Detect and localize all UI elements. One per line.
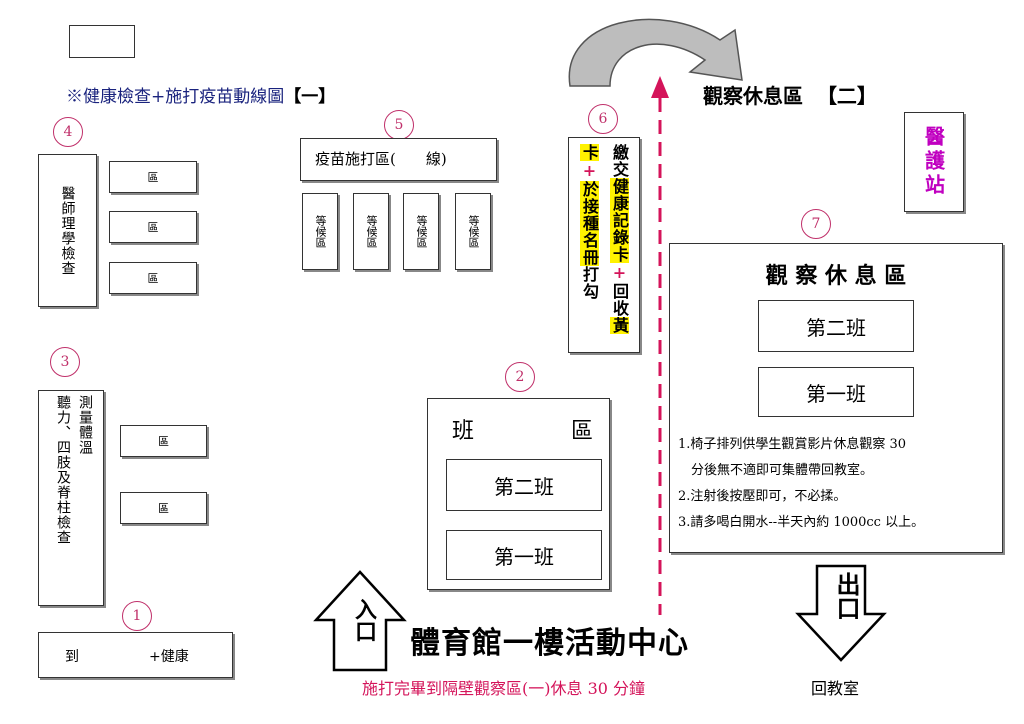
station-1: 到 +健康 bbox=[38, 632, 233, 678]
station-4-area-3: 區 bbox=[109, 262, 197, 294]
entrance-arrow-icon bbox=[313, 570, 407, 672]
footer-note: 施打完畢到隔壁觀察區(一)休息 30 分鐘 bbox=[362, 679, 646, 698]
exit-arrow-icon bbox=[795, 564, 887, 662]
station-6-col-1: 繳交健康記錄卡+回收黃 bbox=[610, 144, 629, 334]
station-6-col-2: 卡+於接種名冊打勾 bbox=[580, 144, 599, 300]
station-5-wait-4: 等候區 bbox=[455, 193, 491, 270]
observation-title: 觀察休息區 【二】 bbox=[703, 84, 877, 108]
station-7-title: 觀 察 休 息 區 bbox=[765, 263, 907, 289]
station-7-class-2: 第二班 bbox=[758, 300, 914, 352]
station-4-physician: 醫師理學檢查 bbox=[38, 154, 97, 307]
diagram-title: ※健康檢查+施打疫苗動線圖【一】 bbox=[66, 87, 336, 107]
station-5-wait-2: 等候區 bbox=[353, 193, 389, 270]
entrance-label: 入口 bbox=[351, 598, 377, 642]
note-1-cont: 分後無不適即可集體帶回教室。 bbox=[678, 463, 874, 478]
station-3-exam: 聽力、四肢及脊柱檢查 bbox=[55, 395, 71, 545]
badge-5: 5 bbox=[384, 110, 414, 140]
return-classroom: 回教室 bbox=[811, 679, 860, 698]
badge-6: 6 bbox=[588, 104, 618, 134]
curved-arrow-icon bbox=[568, 18, 743, 87]
venue-name: 體育館一樓活動中心 bbox=[410, 626, 689, 661]
station-1-right: +健康 bbox=[149, 649, 189, 665]
station-3-area-1: 區 bbox=[120, 425, 207, 457]
station-4-area-1: 區 bbox=[109, 161, 197, 193]
blank-box bbox=[69, 25, 135, 58]
station-5-wait-3: 等候區 bbox=[403, 193, 439, 270]
station-7-notes: 1.椅子排列供學生觀賞影片休息觀察 30 分後無不適即可集體帶回教室。 2.注射… bbox=[678, 432, 924, 536]
note-3: 3.請多喝白開水--半天內約 1000cc 以上。 bbox=[678, 515, 925, 530]
badge-2: 2 bbox=[505, 362, 535, 392]
station-5-vaccine: 疫苗施打區( 線) bbox=[300, 138, 497, 181]
station-6-record-card: 繳交健康記錄卡+回收黃 卡+於接種名冊打勾 bbox=[568, 137, 640, 353]
note-2: 2.注射後按壓即可，不必揉。 bbox=[678, 489, 847, 504]
badge-1: 1 bbox=[122, 601, 152, 631]
station-5-wait-1: 等候區 bbox=[302, 193, 338, 270]
badge-7: 7 bbox=[801, 209, 831, 239]
station-2-class-1: 第一班 bbox=[446, 530, 602, 580]
station-4-area-2: 區 bbox=[109, 211, 197, 243]
station-1-left: 到 bbox=[65, 649, 79, 665]
station-2-class-2: 第二班 bbox=[446, 459, 602, 511]
station-7-observation: 觀 察 休 息 區 第二班 第一班 1.椅子排列供學生觀賞影片休息觀察 30 分… bbox=[669, 243, 1003, 553]
medical-station: 醫護站 bbox=[904, 112, 964, 212]
station-2-title-right: 區 bbox=[570, 419, 593, 444]
badge-4: 4 bbox=[53, 117, 83, 147]
station-3-temperature: 測量體溫 bbox=[77, 395, 93, 455]
station-2-title-left: 班 bbox=[452, 419, 475, 444]
badge-3: 3 bbox=[50, 347, 80, 377]
station-2-class-area: 班 區 第二班 第一班 bbox=[427, 398, 610, 590]
route-arrowhead-icon bbox=[651, 76, 669, 98]
note-1: 1.椅子排列供學生觀賞影片休息觀察 30 bbox=[678, 437, 907, 452]
station-3-checks: 測量體溫 聽力、四肢及脊柱檢查 bbox=[38, 390, 104, 606]
station-3-area-2: 區 bbox=[120, 492, 207, 524]
station-7-class-1: 第一班 bbox=[758, 367, 914, 417]
exit-label: 出口 bbox=[832, 572, 861, 620]
